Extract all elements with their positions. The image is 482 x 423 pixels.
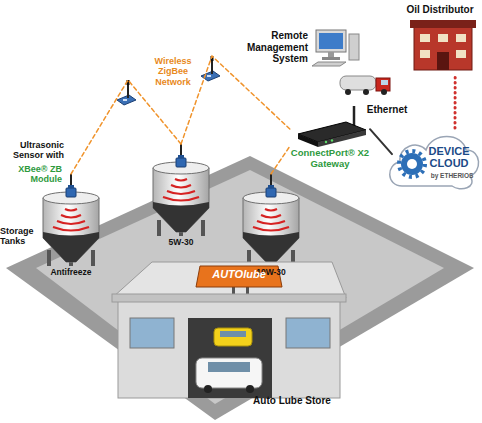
truck-wheel bbox=[345, 89, 351, 95]
node-heading: Remote Management System bbox=[238, 30, 308, 65]
zigbee-link bbox=[71, 80, 181, 174]
node-heading: ConnectPort® X2 Gateway bbox=[290, 148, 370, 170]
gateway-front bbox=[318, 130, 366, 147]
building-window bbox=[420, 34, 430, 42]
management-node: Remote Management System bbox=[238, 26, 360, 72]
module-label: XBee® ZB Module bbox=[0, 164, 62, 185]
cloud-link bbox=[454, 74, 457, 128]
status-led bbox=[331, 139, 333, 141]
garage-door bbox=[188, 318, 272, 398]
node-heading: Auto Lube Store bbox=[246, 395, 338, 407]
store-window bbox=[286, 318, 330, 348]
group-label: Storage Tanks bbox=[0, 226, 42, 247]
zigbee-router bbox=[117, 80, 136, 105]
distributor-node: Oil Distributor bbox=[400, 4, 480, 74]
zigbee-router bbox=[201, 56, 220, 81]
tank-label: 5W-30 bbox=[150, 238, 212, 248]
keyboard bbox=[312, 62, 346, 66]
store-node: AUTOlubeAuto Lube Store bbox=[118, 255, 338, 410]
zigbee-link bbox=[271, 146, 290, 174]
monitor bbox=[316, 30, 346, 52]
gateway-side bbox=[298, 134, 318, 147]
store-sign-text: AUTOlube bbox=[198, 268, 280, 281]
tank-node: 10W-30 bbox=[240, 174, 302, 280]
sensor-label: Ultrasonic Sensor with bbox=[0, 140, 64, 161]
status-led bbox=[325, 141, 327, 143]
building-window bbox=[420, 50, 430, 58]
car-wheel bbox=[204, 385, 212, 393]
storage-tank bbox=[43, 174, 99, 266]
node-heading: Oil Distributor bbox=[400, 4, 480, 16]
building-window bbox=[438, 34, 448, 42]
network-label: Wireless ZigBee Network bbox=[140, 56, 206, 87]
car-window bbox=[220, 331, 246, 337]
parking-lot bbox=[36, 170, 444, 404]
edge-label: Ethernet bbox=[362, 104, 412, 116]
storage-tank bbox=[153, 144, 209, 236]
building-door bbox=[437, 52, 449, 70]
gear-teeth bbox=[399, 151, 425, 177]
store-roof bbox=[112, 262, 346, 298]
gateway-antenna bbox=[353, 106, 356, 126]
distributor-building bbox=[414, 26, 472, 70]
car-window bbox=[208, 362, 250, 372]
car-wheel bbox=[246, 385, 254, 393]
truck-cab bbox=[376, 78, 390, 91]
cloud-byline: by ETHERIOS bbox=[424, 172, 480, 179]
tank-node: 5W-30 bbox=[150, 144, 212, 250]
monitor-stand bbox=[328, 52, 334, 57]
ethernet-link bbox=[370, 129, 392, 154]
roof-fascia bbox=[112, 294, 346, 302]
white-car bbox=[196, 358, 262, 388]
tank-node: Antifreeze bbox=[40, 174, 102, 280]
monitor-screen bbox=[319, 33, 343, 49]
truck-wheel bbox=[363, 89, 369, 95]
truck-window bbox=[381, 80, 388, 85]
gear-hole bbox=[407, 159, 417, 169]
gateway-node: ConnectPort® X2 Gateway bbox=[290, 118, 370, 174]
store-wall bbox=[118, 298, 340, 398]
gear bbox=[401, 153, 423, 175]
distributor-roof bbox=[410, 20, 476, 28]
storage-tank bbox=[243, 174, 299, 266]
truck-wheel bbox=[381, 89, 387, 95]
tank-label: Antifreeze bbox=[40, 268, 102, 278]
store-window bbox=[130, 318, 174, 348]
building-window bbox=[456, 34, 466, 42]
cloud-title: DEVICE CLOUD bbox=[424, 146, 474, 169]
cloud-node: DEVICE CLOUD by ETHERIOS bbox=[392, 128, 480, 186]
monitor-base bbox=[322, 57, 340, 60]
yellow-car bbox=[214, 328, 252, 346]
cloud-shape bbox=[390, 137, 479, 189]
tanker bbox=[340, 76, 376, 90]
ground-base bbox=[6, 156, 474, 420]
zigbee-link bbox=[181, 56, 290, 144]
building-window bbox=[456, 50, 466, 58]
computer-tower bbox=[349, 34, 359, 60]
